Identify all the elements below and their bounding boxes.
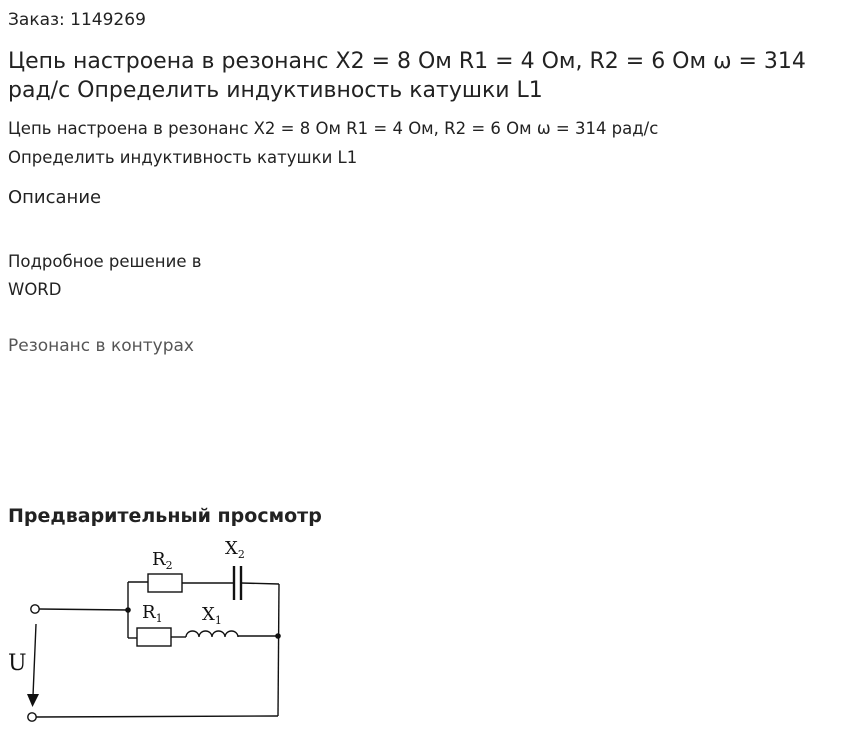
solution-note-line: WORD (8, 280, 62, 299)
junction-dot (275, 633, 281, 639)
description-line: Определить индуктивность катушки L1 (8, 148, 358, 167)
solution-note: Подробное решение в WORD (8, 248, 248, 304)
description-heading: Описание (8, 187, 102, 208)
label-u: U (8, 651, 27, 676)
category-link[interactable]: Резонанс в контурах (8, 336, 194, 356)
label-r2: R2 (152, 549, 173, 572)
junction-dot (125, 607, 131, 613)
circuit-preview-image: R2 X2 R1 X1 U (4, 536, 294, 731)
inductor-x1 (185, 630, 239, 638)
description-line: Цепь настроена в резонанс X2 = 8 Ом R1 =… (8, 119, 659, 138)
product-description: Цепь настроена в резонанс X2 = 8 Ом R1 =… (8, 114, 838, 172)
label-x1: X1 (202, 604, 222, 627)
resistor-r2 (147, 573, 183, 593)
product-title: Цепь настроена в резонанс X2 = 8 Ом R1 =… (8, 49, 806, 103)
preview-heading: Предварительный просмотр (8, 505, 322, 527)
terminal-bottom (27, 712, 37, 722)
resistor-r1 (136, 627, 172, 647)
voltage-arrow-head (27, 694, 39, 707)
order-number: Заказ: 1149269 (8, 10, 146, 30)
terminal-top (30, 604, 40, 614)
label-r1: R1 (142, 602, 163, 625)
circuit-diagram: R2 X2 R1 X1 U (8, 538, 281, 722)
solution-note-line: Подробное решение в (8, 252, 202, 271)
label-x2: X2 (225, 538, 245, 561)
